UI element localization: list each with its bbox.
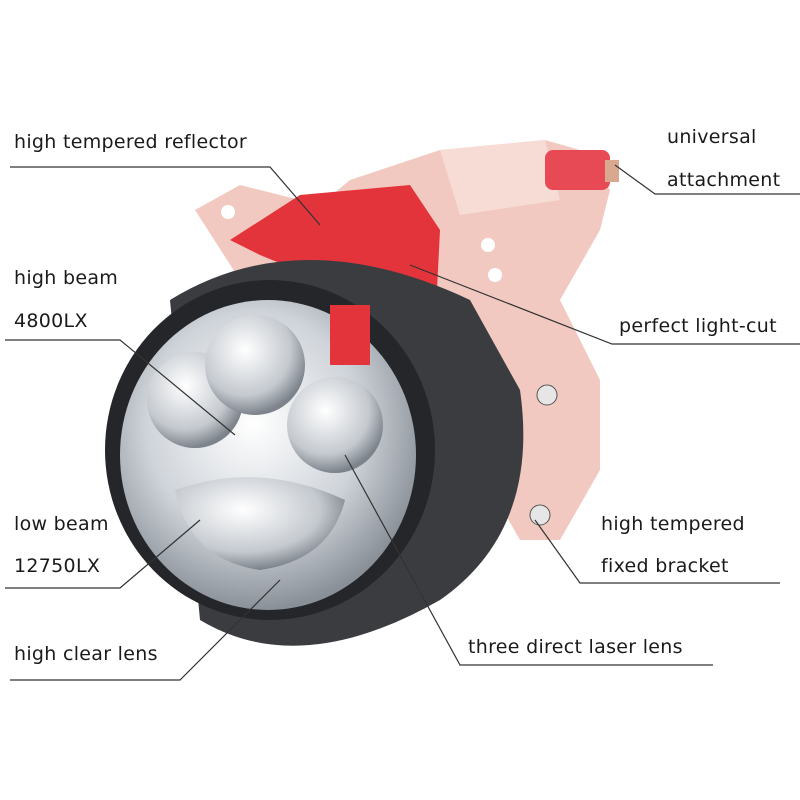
label-attachment-line1: universal xyxy=(667,126,757,148)
label-attachment-line2: attachment xyxy=(667,169,781,191)
label-clear-lens: high clear lens xyxy=(14,643,158,665)
label-low-beam-line2: 12750LX xyxy=(14,555,101,577)
label-low-beam-line1: low beam xyxy=(14,513,109,535)
label-high-beam-line1: high beam xyxy=(14,267,119,289)
label-bracket-line1: high tempered xyxy=(601,513,745,535)
label-reflector: high tempered reflector xyxy=(14,131,248,153)
label-high-beam-line2: 4800LX xyxy=(14,310,88,332)
laser-lenses xyxy=(147,315,383,570)
label-bracket-line2: fixed bracket xyxy=(601,555,729,577)
label-light-cut: perfect light-cut xyxy=(619,315,777,337)
leader-lines xyxy=(5,164,800,681)
label-laser-lens: three direct laser lens xyxy=(468,636,683,658)
